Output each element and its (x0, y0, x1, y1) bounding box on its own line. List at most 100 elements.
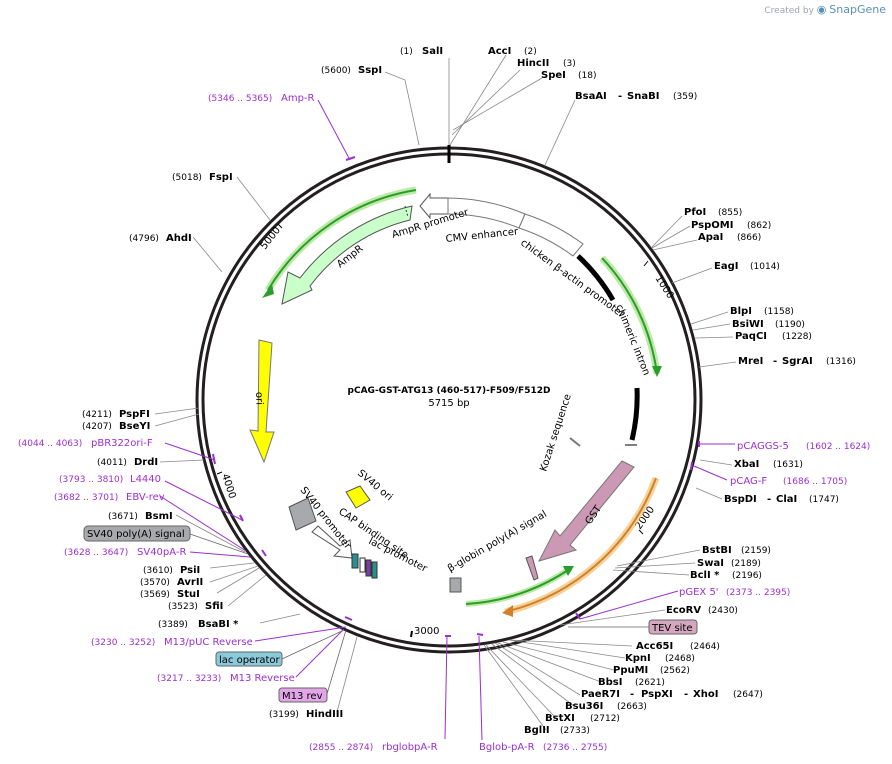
primer-name: Bglob-pA-R (479, 742, 535, 753)
intron-highlight-line (601, 257, 658, 375)
tick-3000: 3000 (410, 626, 439, 638)
primer-name: rbglobpA-R (382, 742, 438, 753)
svg-text:-: - (767, 494, 771, 505)
enzyme-name: PaqCI (735, 331, 767, 342)
primer-range: (3230 .. 3252) (91, 638, 155, 648)
enzyme-name: XhoI (693, 689, 718, 700)
enzyme-pos: (1228) (782, 332, 812, 342)
primer-range: (3793 .. 3810) (59, 475, 123, 485)
enzyme-pos: (3523) (168, 602, 198, 612)
primer-range: (2373 .. 2395) (726, 588, 790, 598)
enzyme-name: HincII (517, 58, 549, 69)
tick-label: 1000 (652, 274, 675, 301)
enzyme-pos: (3389) (158, 620, 188, 630)
lac-operator-connector (281, 629, 345, 660)
svg-text:-: - (618, 91, 622, 102)
enzyme-pos: (3569) (140, 590, 170, 600)
gst-orange-line (504, 477, 657, 613)
primer-name: pGEX 5' (679, 587, 719, 598)
enzyme-pos: (1631) (773, 460, 803, 470)
enzyme-name: MreI (738, 356, 763, 367)
primer-range: (2855 .. 2874) (309, 743, 373, 753)
enzyme-pos: (1) (400, 47, 413, 57)
enzyme-pos: (18) (578, 71, 596, 81)
intron-highlight-arrowhead (652, 366, 662, 377)
watermark-brand: SnapGene (829, 3, 886, 16)
primer-range: (3217 .. 3233) (157, 674, 221, 684)
ampr-arrow (281, 205, 413, 305)
enzyme-pos: (855) (718, 208, 742, 218)
enzyme-name: ClaI (776, 494, 797, 505)
enzyme-pos: (2733) (560, 726, 590, 736)
plasmid-name: pCAG-GST-ATG13 (460-517)-F509/F512D (348, 386, 551, 396)
sv40-ori-box (345, 485, 371, 509)
chimeric-intron-arc (576, 254, 616, 302)
primer-name: Amp-R (281, 93, 315, 104)
enzyme-pos: (2712) (590, 714, 620, 724)
enzyme-name: BclI * (690, 570, 720, 581)
m13-rev-connector (326, 629, 347, 695)
ampr-highlight-arrowhead (262, 284, 274, 298)
enzyme-pos: (1158) (764, 307, 794, 317)
enzyme-name: PpuMI (613, 665, 648, 676)
enzyme-pos: (2196) (732, 571, 762, 581)
enzyme-name: StuI (177, 589, 200, 600)
gst-arrow (538, 460, 635, 562)
boxed-label: lac operator (219, 655, 280, 666)
enzyme-pos: (2468) (665, 654, 695, 664)
enzyme-pos: (2159) (741, 546, 771, 556)
enzyme-name: PsiI (180, 565, 200, 576)
tev-box (525, 555, 539, 581)
enzyme-name: PfoI (684, 207, 706, 218)
enzyme-name: BspDI (724, 494, 757, 505)
enzyme-name: BsaBI * (198, 619, 239, 630)
svg-text:-: - (684, 689, 688, 700)
enzyme-name: BsmI (145, 511, 173, 522)
ampr-highlight-line (267, 189, 417, 291)
sv40-polya-signal-tag: SV40 poly(A) signal (83, 525, 191, 542)
plasmid-length: 5715 bp (428, 398, 469, 409)
boxed-label: SV40 poly(A) signal (87, 529, 185, 540)
enzyme-name: KpnI (625, 653, 651, 664)
bglobin-highlight (465, 565, 573, 607)
ori-arrow (249, 339, 275, 464)
primer-labels: (5346 .. 5365) Amp-R (4044 .. 4063) pBR3… (18, 93, 870, 753)
tick-label: 3000 (414, 626, 439, 637)
enzyme-name: EagI (714, 261, 738, 272)
enzyme-pos: (4011) (97, 458, 127, 468)
sv40-promoter-arrow (311, 525, 353, 559)
enzyme-pos: (1747) (809, 495, 839, 505)
enzyme-pos: (2464) (690, 642, 720, 652)
primer-range: (1602 .. 1624) (806, 442, 870, 452)
primer-connectors (159, 99, 735, 741)
primer-range: (1686 .. 1705) (783, 477, 847, 487)
ampr-dotted (404, 205, 409, 218)
svg-text:-: - (773, 356, 777, 367)
enzyme-pos: (4211) (82, 410, 112, 420)
enzyme-pos: (1014) (750, 262, 780, 272)
boxed-label: TEV site (651, 623, 693, 634)
enzyme-name: EcoRV (666, 605, 701, 616)
enzyme-labels: (1) SalI AccI (2) HincII (3) SpeI (18) B… (82, 46, 856, 736)
enzyme-name: Bsu36I (565, 701, 603, 712)
enzyme-pos: (2189) (731, 559, 761, 569)
enzyme-name: XbaI (734, 459, 759, 470)
enzyme-name: SgrAI (782, 356, 813, 367)
ampr-promoter-arrow (419, 192, 449, 220)
enzyme-name: SfiI (205, 601, 223, 612)
enzyme-pos: (3671) (108, 512, 138, 522)
enzyme-name: SalI (422, 46, 443, 57)
enzyme-name: HindIII (306, 709, 343, 720)
enzyme-name: BbsI (598, 677, 622, 688)
enzyme-name: SpeI (541, 70, 566, 81)
primer-name: M13/pUC Reverse (164, 637, 253, 648)
enzyme-name: BseYI (119, 421, 150, 432)
kozak-mark (569, 437, 581, 447)
enzyme-pos: (1316) (826, 357, 856, 367)
enzyme-pos: (5600) (321, 66, 351, 76)
lac-box-1 (359, 557, 366, 573)
enzyme-name: AvrII (177, 577, 203, 588)
tev-site-tag: TEV site (648, 619, 698, 635)
snapgene-logo-icon: ◉ (816, 3, 827, 16)
primer-range: (3682 .. 3701) (54, 493, 118, 503)
